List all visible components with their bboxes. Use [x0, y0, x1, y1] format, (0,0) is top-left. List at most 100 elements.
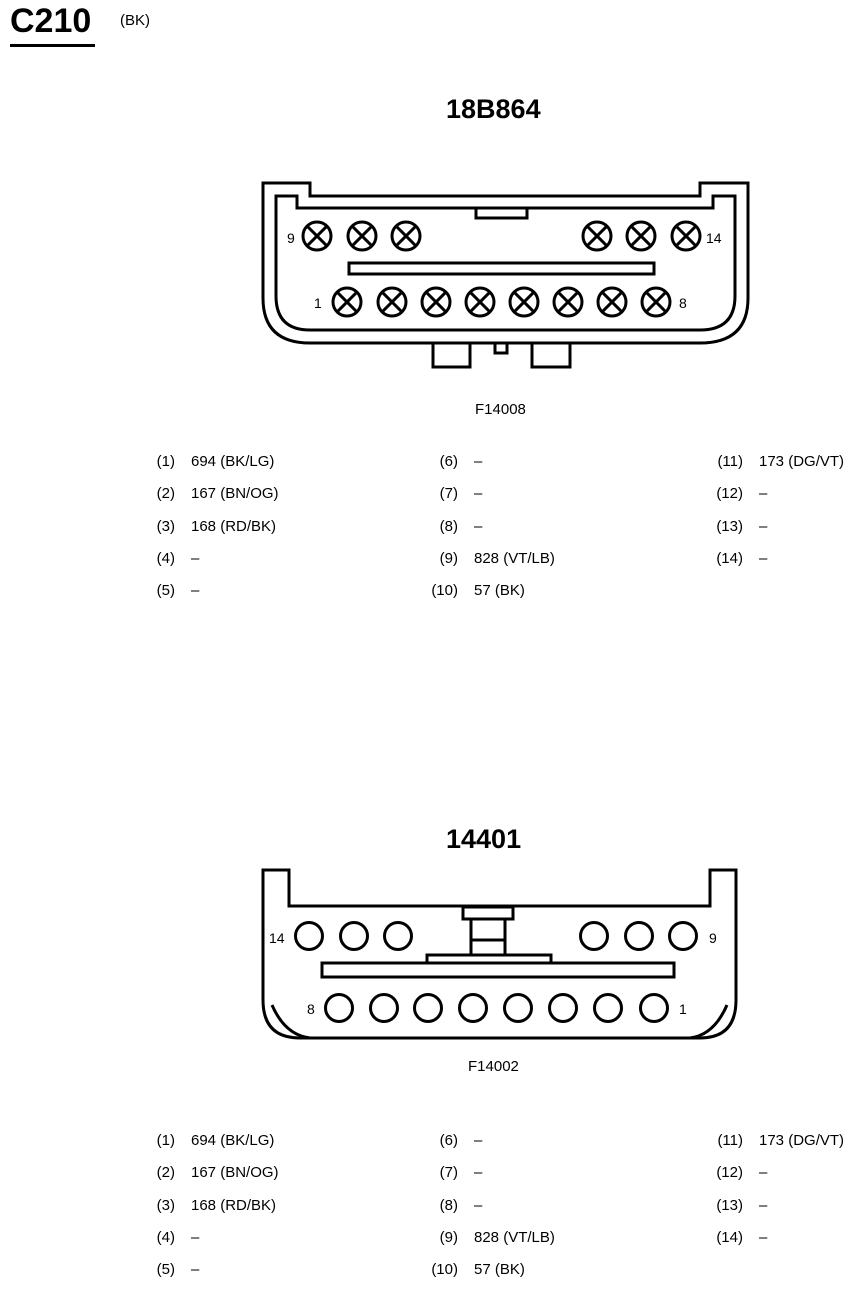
pin-circuit: 173 (DG/VT): [759, 453, 845, 470]
pin-circuit: 168 (RD/BK): [191, 517, 277, 535]
pin-circuit: –: [759, 1164, 768, 1182]
pinout-row: (11) 173 (DG/VT): [703, 1131, 844, 1151]
pin-circuit: –: [474, 517, 483, 535]
top-pin-label-9: 9: [287, 230, 295, 246]
pin-cavity: [579, 921, 609, 951]
pin-circuit: 694 (BK/LG): [191, 1132, 275, 1149]
pinout-row: (7)–: [418, 1163, 483, 1183]
pin-number: (14): [716, 1228, 743, 1246]
pin-number: (12): [716, 485, 743, 503]
pinout-row: (4)–: [135, 549, 200, 569]
pin-number: (2): [156, 485, 175, 503]
pin-cross: [513, 291, 535, 313]
pin-cavity: [346, 220, 378, 252]
pin-circuit: –: [759, 1228, 768, 1246]
pin-cavity: [383, 921, 413, 951]
top-pin-label-1: 1: [314, 295, 322, 311]
pinout-row: (14)–: [703, 549, 767, 569]
pinout-row: (6)–: [418, 1131, 483, 1151]
pin-number: (1): [156, 453, 175, 470]
pinout-row: (9) 828 (VT/LB): [418, 549, 555, 569]
pin-cavity: [464, 286, 496, 318]
pin-number: (9): [439, 549, 458, 567]
pin-cross: [645, 291, 667, 313]
pinout-row: (4)–: [135, 1228, 200, 1248]
pin-circuit: –: [191, 1261, 200, 1279]
pin-number: (9): [439, 1228, 458, 1246]
pin-cross: [381, 291, 403, 313]
bottom-connector-drawing: [261, 868, 738, 1040]
pin-circuit: –: [474, 453, 483, 470]
pinout-row: (6)–: [418, 452, 483, 472]
pin-cavity: [503, 993, 533, 1023]
top-connector-drawing: [261, 181, 750, 369]
pin-number: (3): [156, 1196, 175, 1214]
pin-circuit: –: [191, 582, 200, 600]
pin-circuit: 828 (VT/LB): [474, 549, 555, 567]
pin-circuit: –: [474, 1164, 483, 1182]
pin-cavity: [596, 286, 628, 318]
pinout-row: (2) 167 (BN/OG): [135, 1163, 279, 1183]
pin-cavity: [369, 993, 399, 1023]
pin-number: (4): [156, 1228, 175, 1246]
pinout-row: (1)694 (BK/LG): [135, 452, 275, 472]
pin-cross: [630, 225, 652, 247]
pin-circuit: 168 (RD/BK): [191, 1196, 277, 1214]
pin-number: (5): [156, 582, 175, 600]
pinout-row: (3) 168 (RD/BK): [135, 517, 276, 537]
pin-cavity: [508, 286, 540, 318]
bottom-pin-label-1: 1: [679, 1001, 687, 1017]
pin-number: (10): [431, 1261, 458, 1279]
pin-circuit: –: [474, 485, 483, 503]
pinout-row: (12)–: [703, 1163, 767, 1183]
title-underline: [10, 44, 95, 47]
pin-circuit: –: [759, 1196, 768, 1214]
pin-circuit: 173 (DG/VT): [759, 1132, 845, 1149]
pinout-row: (1) 694 (BK/LG): [135, 1131, 275, 1151]
pin-cavity: [624, 921, 654, 951]
pinout-row: (7)–: [418, 484, 483, 504]
pin-number: (8): [439, 517, 458, 535]
pin-cavity: [670, 220, 702, 252]
pin-number: (12): [716, 1164, 743, 1182]
pin-circuit: –: [759, 517, 768, 535]
pinout-row: (2) 167 (BN/OG): [135, 484, 279, 504]
pin-number: (7): [439, 485, 458, 503]
pin-cross: [675, 225, 697, 247]
pin-circuit: –: [759, 485, 768, 503]
pin-cross: [395, 225, 417, 247]
pin-number: (3): [156, 517, 175, 535]
pin-cavity: [294, 921, 324, 951]
pinout-row: (12)–: [703, 484, 767, 504]
bottom-figure-code: F14002: [468, 1058, 519, 1075]
pin-cavity: [458, 993, 488, 1023]
pin-cross: [306, 225, 328, 247]
pinout-row: (10)57 (BK): [418, 581, 525, 601]
pin-cross: [336, 291, 358, 313]
pinout-row: (10)57 (BK): [418, 1260, 525, 1280]
pin-cavity: [331, 286, 363, 318]
pin-circuit: –: [191, 549, 200, 567]
pin-circuit: 167 (BN/OG): [191, 485, 279, 503]
pin-circuit: 828 (VT/LB): [474, 1228, 555, 1246]
pinout-row: (14)–: [703, 1228, 767, 1248]
pin-circuit: 167 (BN/OG): [191, 1164, 279, 1182]
top-pin-label-14: 14: [706, 230, 722, 246]
bottom-pin-label-8: 8: [307, 1001, 315, 1017]
pin-cavity: [413, 993, 443, 1023]
pin-cavity: [668, 921, 698, 951]
pin-number: (7): [439, 1164, 458, 1182]
pin-number: (11): [717, 1132, 743, 1149]
top-part-number: 18B864: [446, 94, 541, 124]
pin-cavity: [548, 993, 578, 1023]
pin-number: (14): [716, 549, 743, 567]
pin-cavity: [593, 993, 623, 1023]
pin-number: (2): [156, 1164, 175, 1182]
pin-number: (13): [716, 517, 743, 535]
pin-number: (5): [156, 1261, 175, 1279]
bottom-part-number: 14401: [446, 824, 522, 854]
pin-cavity: [339, 921, 369, 951]
pin-cross: [557, 291, 579, 313]
pinout-row: (13)–: [703, 1196, 767, 1216]
pin-number: (1): [156, 1132, 175, 1149]
